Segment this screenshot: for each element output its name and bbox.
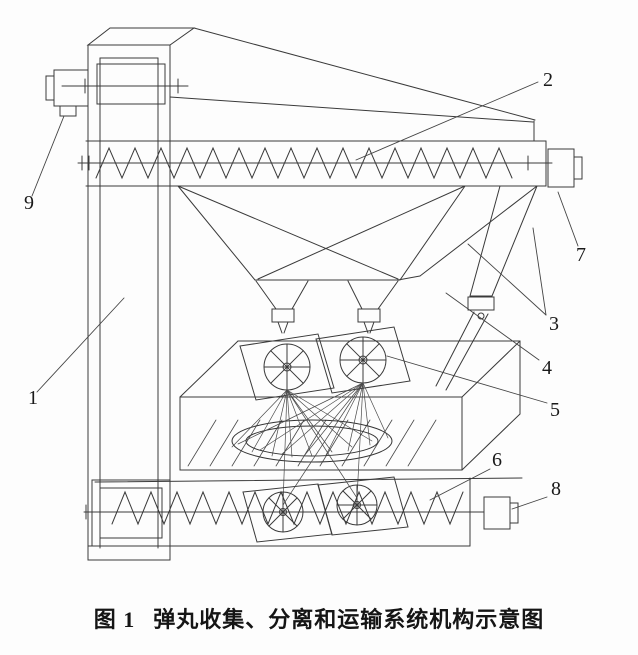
motor-9 xyxy=(45,69,89,117)
motor-7 xyxy=(547,148,583,188)
shot-streams xyxy=(231,382,389,506)
leader-9 xyxy=(31,115,65,197)
label-5: 5 xyxy=(550,399,560,421)
top-screw-conveyor xyxy=(77,27,553,187)
label-3: 3 xyxy=(549,313,559,335)
leader-3a xyxy=(467,243,547,316)
leader-lines xyxy=(31,81,579,510)
label-2: 2 xyxy=(543,69,553,91)
separator-body xyxy=(179,340,521,471)
label-8: 8 xyxy=(551,478,561,500)
throwing-wheel-left xyxy=(239,333,335,401)
hopper xyxy=(177,185,538,281)
leader-2 xyxy=(355,81,539,161)
screw-auger-zigzag xyxy=(95,146,513,180)
right-chute xyxy=(435,185,538,391)
bottom-wheel-left xyxy=(242,483,333,543)
leader-3b xyxy=(532,227,547,316)
bottom-wheel-right xyxy=(317,476,409,536)
part-labels: 1 2 3 4 5 6 7 8 9 xyxy=(24,69,586,500)
label-1: 1 xyxy=(28,387,38,409)
label-9: 9 xyxy=(24,192,34,214)
elevator-column xyxy=(61,27,196,561)
leader-8 xyxy=(511,496,548,510)
label-7: 7 xyxy=(576,244,586,266)
motor-8 xyxy=(483,496,519,530)
feed-funnels xyxy=(255,280,399,334)
label-4: 4 xyxy=(542,357,552,379)
label-6: 6 xyxy=(492,449,502,471)
leader-6 xyxy=(429,468,491,501)
figure-caption-title: 弹丸收集、分离和运输系统机构示意图 xyxy=(153,607,545,632)
separator-drum xyxy=(187,419,437,467)
leader-5 xyxy=(386,355,548,404)
leader-7 xyxy=(557,191,579,247)
leader-1 xyxy=(36,297,125,393)
leader-4 xyxy=(445,292,540,361)
figure-caption-number: 图 1 xyxy=(93,607,136,632)
elevator-head-housing xyxy=(96,63,166,105)
figure-caption: 图 1 弹丸收集、分离和运输系统机构示意图 xyxy=(0,602,638,634)
elevator-boot xyxy=(91,479,171,547)
